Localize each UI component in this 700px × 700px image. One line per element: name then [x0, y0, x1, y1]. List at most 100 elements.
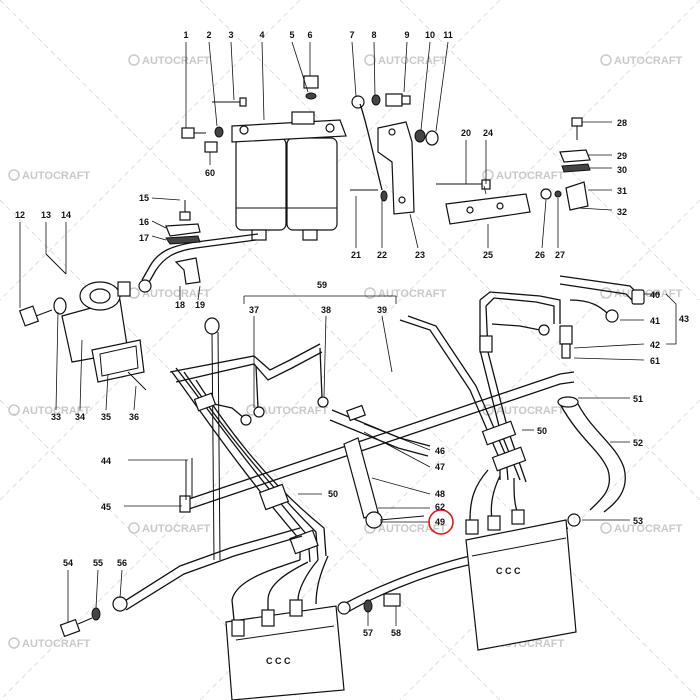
label-39: 39	[377, 305, 387, 315]
label-23: 23	[415, 250, 425, 260]
svg-text:AUTOCRAFT: AUTOCRAFT	[142, 55, 211, 67]
label-7: 7	[349, 30, 354, 40]
label-16: 16	[139, 217, 149, 227]
injector	[343, 437, 379, 519]
fuel-filter-assembly	[231, 111, 347, 241]
banjo-7	[351, 95, 365, 109]
label-25: 25	[483, 250, 493, 260]
svg-text:AUTOCRAFT: AUTOCRAFT	[22, 638, 91, 650]
label-19: 19	[195, 300, 205, 310]
label-5: 5	[289, 30, 294, 40]
label-41: 41	[650, 316, 660, 326]
filter-head-top	[291, 111, 315, 125]
label-61: 61	[650, 356, 660, 366]
label-45: 45	[101, 502, 111, 512]
label-58: 58	[391, 628, 401, 638]
label-34: 34	[75, 412, 85, 422]
svg-text:AUTOCRAFT: AUTOCRAFT	[22, 405, 91, 417]
filter-canister-left	[235, 137, 287, 231]
label-3: 3	[228, 30, 233, 40]
label-49: 49	[435, 517, 445, 527]
label-21: 21	[351, 250, 361, 260]
label-1: 1	[183, 30, 188, 40]
label-36: 36	[129, 412, 139, 422]
label-52: 52	[633, 438, 643, 448]
label-9: 9	[404, 30, 409, 40]
bracket-fasteners-right	[540, 117, 591, 211]
label-48: 48	[435, 489, 445, 499]
label-15: 15	[139, 193, 149, 203]
watermark: AUTOCRAFT	[482, 169, 565, 182]
svg-text:AUTOCRAFT: AUTOCRAFT	[142, 288, 211, 300]
label-10: 10	[425, 30, 435, 40]
label-35: 35	[101, 412, 111, 422]
label-14: 14	[61, 210, 71, 220]
label-59: 59	[317, 280, 327, 290]
svg-text:AUTOCRAFT: AUTOCRAFT	[496, 405, 565, 417]
label-53: 53	[633, 516, 643, 526]
plug-12	[18, 305, 40, 327]
label-43: 43	[679, 314, 689, 324]
svg-text:AUTOCRAFT: AUTOCRAFT	[378, 55, 447, 67]
lower-fasteners	[59, 593, 401, 638]
label-62: 62	[435, 502, 445, 512]
label-13: 13	[41, 210, 51, 220]
washer-8	[371, 94, 381, 106]
watermark: AUTOCRAFT	[600, 54, 683, 67]
bolt-1	[181, 127, 195, 139]
svg-text:C C C: C C C	[496, 566, 521, 576]
filter-feed-pipe	[138, 200, 259, 293]
label-44: 44	[101, 456, 111, 466]
highlight-ring	[428, 509, 454, 535]
label-50-right: 50	[537, 426, 547, 436]
label-17: 17	[139, 233, 149, 243]
label-11: 11	[443, 30, 453, 40]
label-51: 51	[633, 394, 643, 404]
support-block-25	[436, 179, 531, 225]
filter-canister-right	[286, 137, 338, 231]
label-30: 30	[617, 165, 627, 175]
label-18: 18	[175, 300, 185, 310]
label-8: 8	[371, 30, 376, 40]
part-labels: 1 2 3 4 5 6 7 8 9 10 11 12 13 14 15 16 1…	[15, 30, 689, 638]
svg-text:AUTOCRAFT: AUTOCRAFT	[378, 288, 447, 300]
svg-text:AUTOCRAFT: AUTOCRAFT	[496, 170, 565, 182]
watermark: AUTOCRAFT	[8, 169, 91, 182]
label-24: 24	[483, 128, 493, 138]
label-40: 40	[650, 290, 660, 300]
watermark: AUTOCRAFT	[128, 54, 211, 67]
label-31: 31	[617, 186, 627, 196]
watermark: AUTOCRAFT	[8, 404, 91, 417]
label-57: 57	[363, 628, 373, 638]
label-54: 54	[63, 558, 73, 568]
label-37: 37	[249, 305, 259, 315]
plug-6	[303, 75, 319, 89]
svg-text:AUTOCRAFT: AUTOCRAFT	[22, 170, 91, 182]
lift-pump	[18, 253, 147, 391]
label-12: 12	[15, 210, 25, 220]
label-46: 46	[435, 446, 445, 456]
label-47: 47	[435, 462, 445, 472]
svg-text:AUTOCRAFT: AUTOCRAFT	[614, 55, 683, 67]
label-50-left: 50	[328, 489, 338, 499]
label-4: 4	[259, 30, 264, 40]
label-56: 56	[117, 558, 127, 568]
watermark-group: AUTOCRAFT AUTOCRAFT AUTOCRAFT AUTOCRAFT …	[8, 54, 683, 650]
leader-lines	[19, 41, 677, 626]
injection-pipe-harness: C C C C C C	[112, 275, 645, 700]
label-32: 32	[617, 207, 627, 217]
label-26: 26	[535, 250, 545, 260]
label-33: 33	[51, 412, 61, 422]
pump-block-right	[465, 519, 577, 651]
svg-text:AUTOCRAFT: AUTOCRAFT	[142, 523, 211, 535]
top-fasteners	[181, 75, 439, 153]
label-6: 6	[307, 30, 312, 40]
watermark: AUTOCRAFT	[600, 522, 683, 535]
label-28: 28	[617, 118, 627, 128]
gasket-35	[91, 339, 145, 383]
svg-text:C C C: C C C	[266, 656, 291, 666]
watermark: AUTOCRAFT	[364, 287, 447, 300]
washer-10	[414, 129, 426, 143]
